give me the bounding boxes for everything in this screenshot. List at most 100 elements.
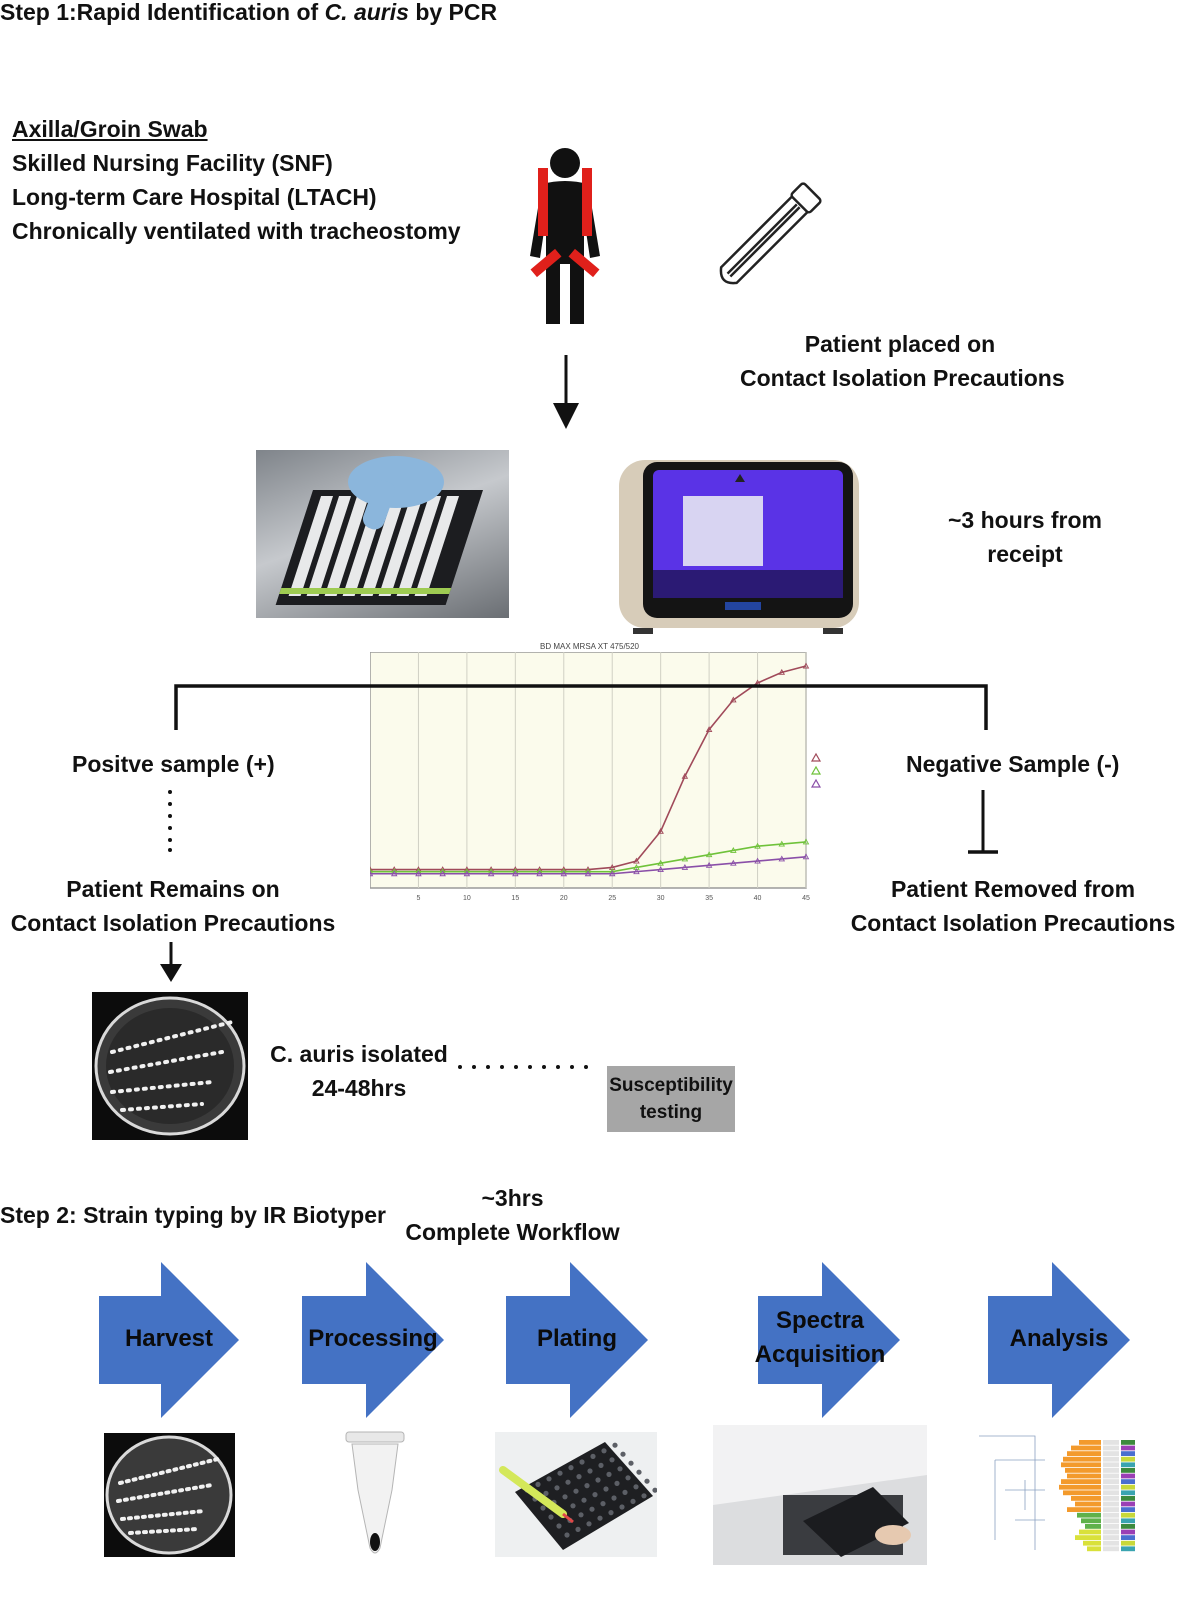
dendrogram-metadata-cell <box>1121 1451 1135 1456</box>
chart-data-point <box>705 726 713 733</box>
dendrogram-metadata-cell <box>1121 1445 1135 1451</box>
plate-well <box>617 1466 623 1472</box>
chart-data-point <box>705 861 713 868</box>
plate-well <box>614 1480 620 1486</box>
chart-data-point <box>439 870 446 877</box>
chart-x-tick: 35 <box>705 895 713 902</box>
step2-title: Step 2: Strain typing by IR Biotyper <box>0 1202 386 1228</box>
workflow-step-label: Harvest <box>124 1325 214 1352</box>
plate-well <box>564 1532 570 1538</box>
plate-well <box>556 1523 562 1529</box>
dendrogram-metadata-cell <box>1103 1456 1119 1462</box>
dendrogram-bar <box>1079 1440 1101 1445</box>
chart-data-point <box>657 827 664 834</box>
down-arrow-icon <box>553 355 579 429</box>
chart-data-point <box>370 866 374 872</box>
plate-well <box>612 1442 618 1448</box>
dendrogram-metadata-cell <box>1121 1524 1135 1529</box>
plate-well <box>652 1487 657 1493</box>
chart-legend-marker <box>810 778 822 788</box>
criteria-item: Axilla/Groin Swab <box>12 116 208 142</box>
plate-well <box>570 1503 576 1509</box>
chart-data-point <box>536 870 543 877</box>
dendrogram-metadata-cell <box>1103 1440 1119 1445</box>
dendrogram-bar <box>1067 1507 1101 1512</box>
chart-x-tick: 25 <box>608 895 616 902</box>
dendrogram-metadata-cell <box>1121 1440 1135 1445</box>
negative-label: Negative Sample (-) <box>906 751 1120 777</box>
workflow-arrow-processing <box>302 1262 444 1418</box>
chart-x-tick: 15 <box>511 895 519 902</box>
criteria-item: Skilled Nursing Facility (SNF) <box>12 150 333 176</box>
plate-well <box>644 1478 650 1484</box>
plate-well <box>540 1505 546 1511</box>
dendrogram-metadata-cell <box>1121 1490 1135 1496</box>
plate-well <box>573 1488 579 1494</box>
dendrogram-bar <box>1059 1484 1101 1490</box>
dendrogram-metadata-cell <box>1121 1479 1135 1484</box>
plate-well <box>622 1489 628 1495</box>
plate-well <box>620 1451 626 1457</box>
chart-x-tick: 10 <box>463 895 471 902</box>
dendrogram-bar <box>1075 1501 1101 1507</box>
dendrogram-metadata-cell <box>1121 1462 1135 1468</box>
workflow-step-label: Plating <box>536 1325 617 1352</box>
dendrogram-bar <box>1061 1479 1101 1484</box>
chart-data-point <box>802 662 810 669</box>
chart-x-tick: 20 <box>560 895 568 902</box>
plate-well <box>625 1475 631 1481</box>
chart-data-point <box>633 868 640 875</box>
chart-data-point <box>657 866 664 872</box>
chart-data-point <box>560 870 568 877</box>
dendrogram-bar <box>1075 1535 1101 1540</box>
chart-data-point <box>608 870 616 877</box>
workflow-arrow-plating <box>506 1262 648 1418</box>
silicon-plate-icon <box>499 1442 657 1550</box>
plate-well <box>586 1521 592 1527</box>
dendrogram-bar <box>1085 1524 1101 1529</box>
dendrogram-bar <box>1081 1518 1101 1524</box>
dendrogram-metadata-cell <box>1121 1468 1135 1473</box>
culture-plate-photo <box>92 992 248 1140</box>
spectrometer-photo <box>713 1425 927 1565</box>
plate-well <box>576 1474 582 1480</box>
workflow-step-label: Spectra Acquisition <box>754 1307 886 1368</box>
plate-well <box>554 1485 560 1491</box>
plate-well <box>590 1453 596 1459</box>
petri-dish-icon <box>105 1435 233 1555</box>
dendrogram-metadata-cell <box>1103 1546 1119 1552</box>
plate-well <box>606 1471 612 1477</box>
dendrogram-metadata-cell <box>1103 1535 1119 1540</box>
chart-data-point <box>487 870 495 877</box>
plate-well <box>562 1494 568 1500</box>
dendrogram-metadata-cell <box>1121 1507 1135 1512</box>
plate-well <box>589 1506 595 1512</box>
plate-well <box>608 1510 614 1516</box>
dendrogram-bar <box>1067 1451 1101 1456</box>
plate-well <box>575 1526 581 1532</box>
dendrogram-metadata-cell <box>1121 1484 1135 1490</box>
chart-data-point <box>370 868 374 875</box>
chart-x-tick: 45 <box>802 895 810 902</box>
dendrogram-bar <box>1083 1540 1101 1546</box>
chart-data-point <box>512 870 519 877</box>
dendrogram-bar <box>1079 1529 1101 1535</box>
chart-data-point <box>778 840 786 847</box>
dendrogram-bar <box>1063 1490 1101 1496</box>
dendrogram-metadata-cell <box>1103 1484 1119 1490</box>
plate-well <box>592 1492 598 1498</box>
dendrogram-metadata-cell <box>1103 1462 1119 1468</box>
plate-well <box>581 1497 587 1503</box>
dendrogram-metadata-cell <box>1121 1529 1135 1535</box>
criteria-item: Chronically ventilated with tracheostomy <box>12 218 461 244</box>
dendrogram-bar <box>1071 1445 1101 1451</box>
plate-well <box>579 1459 585 1465</box>
dendrogram-metadata-cell <box>1103 1468 1119 1473</box>
chart-data-point <box>415 870 422 877</box>
plate-well <box>600 1501 606 1507</box>
timing-note: ~3 hours from receipt <box>947 507 1102 567</box>
susceptibility-box: Susceptibility testing <box>607 1066 735 1132</box>
dendrogram-metadata-cell <box>1121 1546 1135 1552</box>
criteria-item: Long-term Care Hospital (LTACH) <box>12 184 377 210</box>
cartridge-rack-icon <box>275 456 484 605</box>
